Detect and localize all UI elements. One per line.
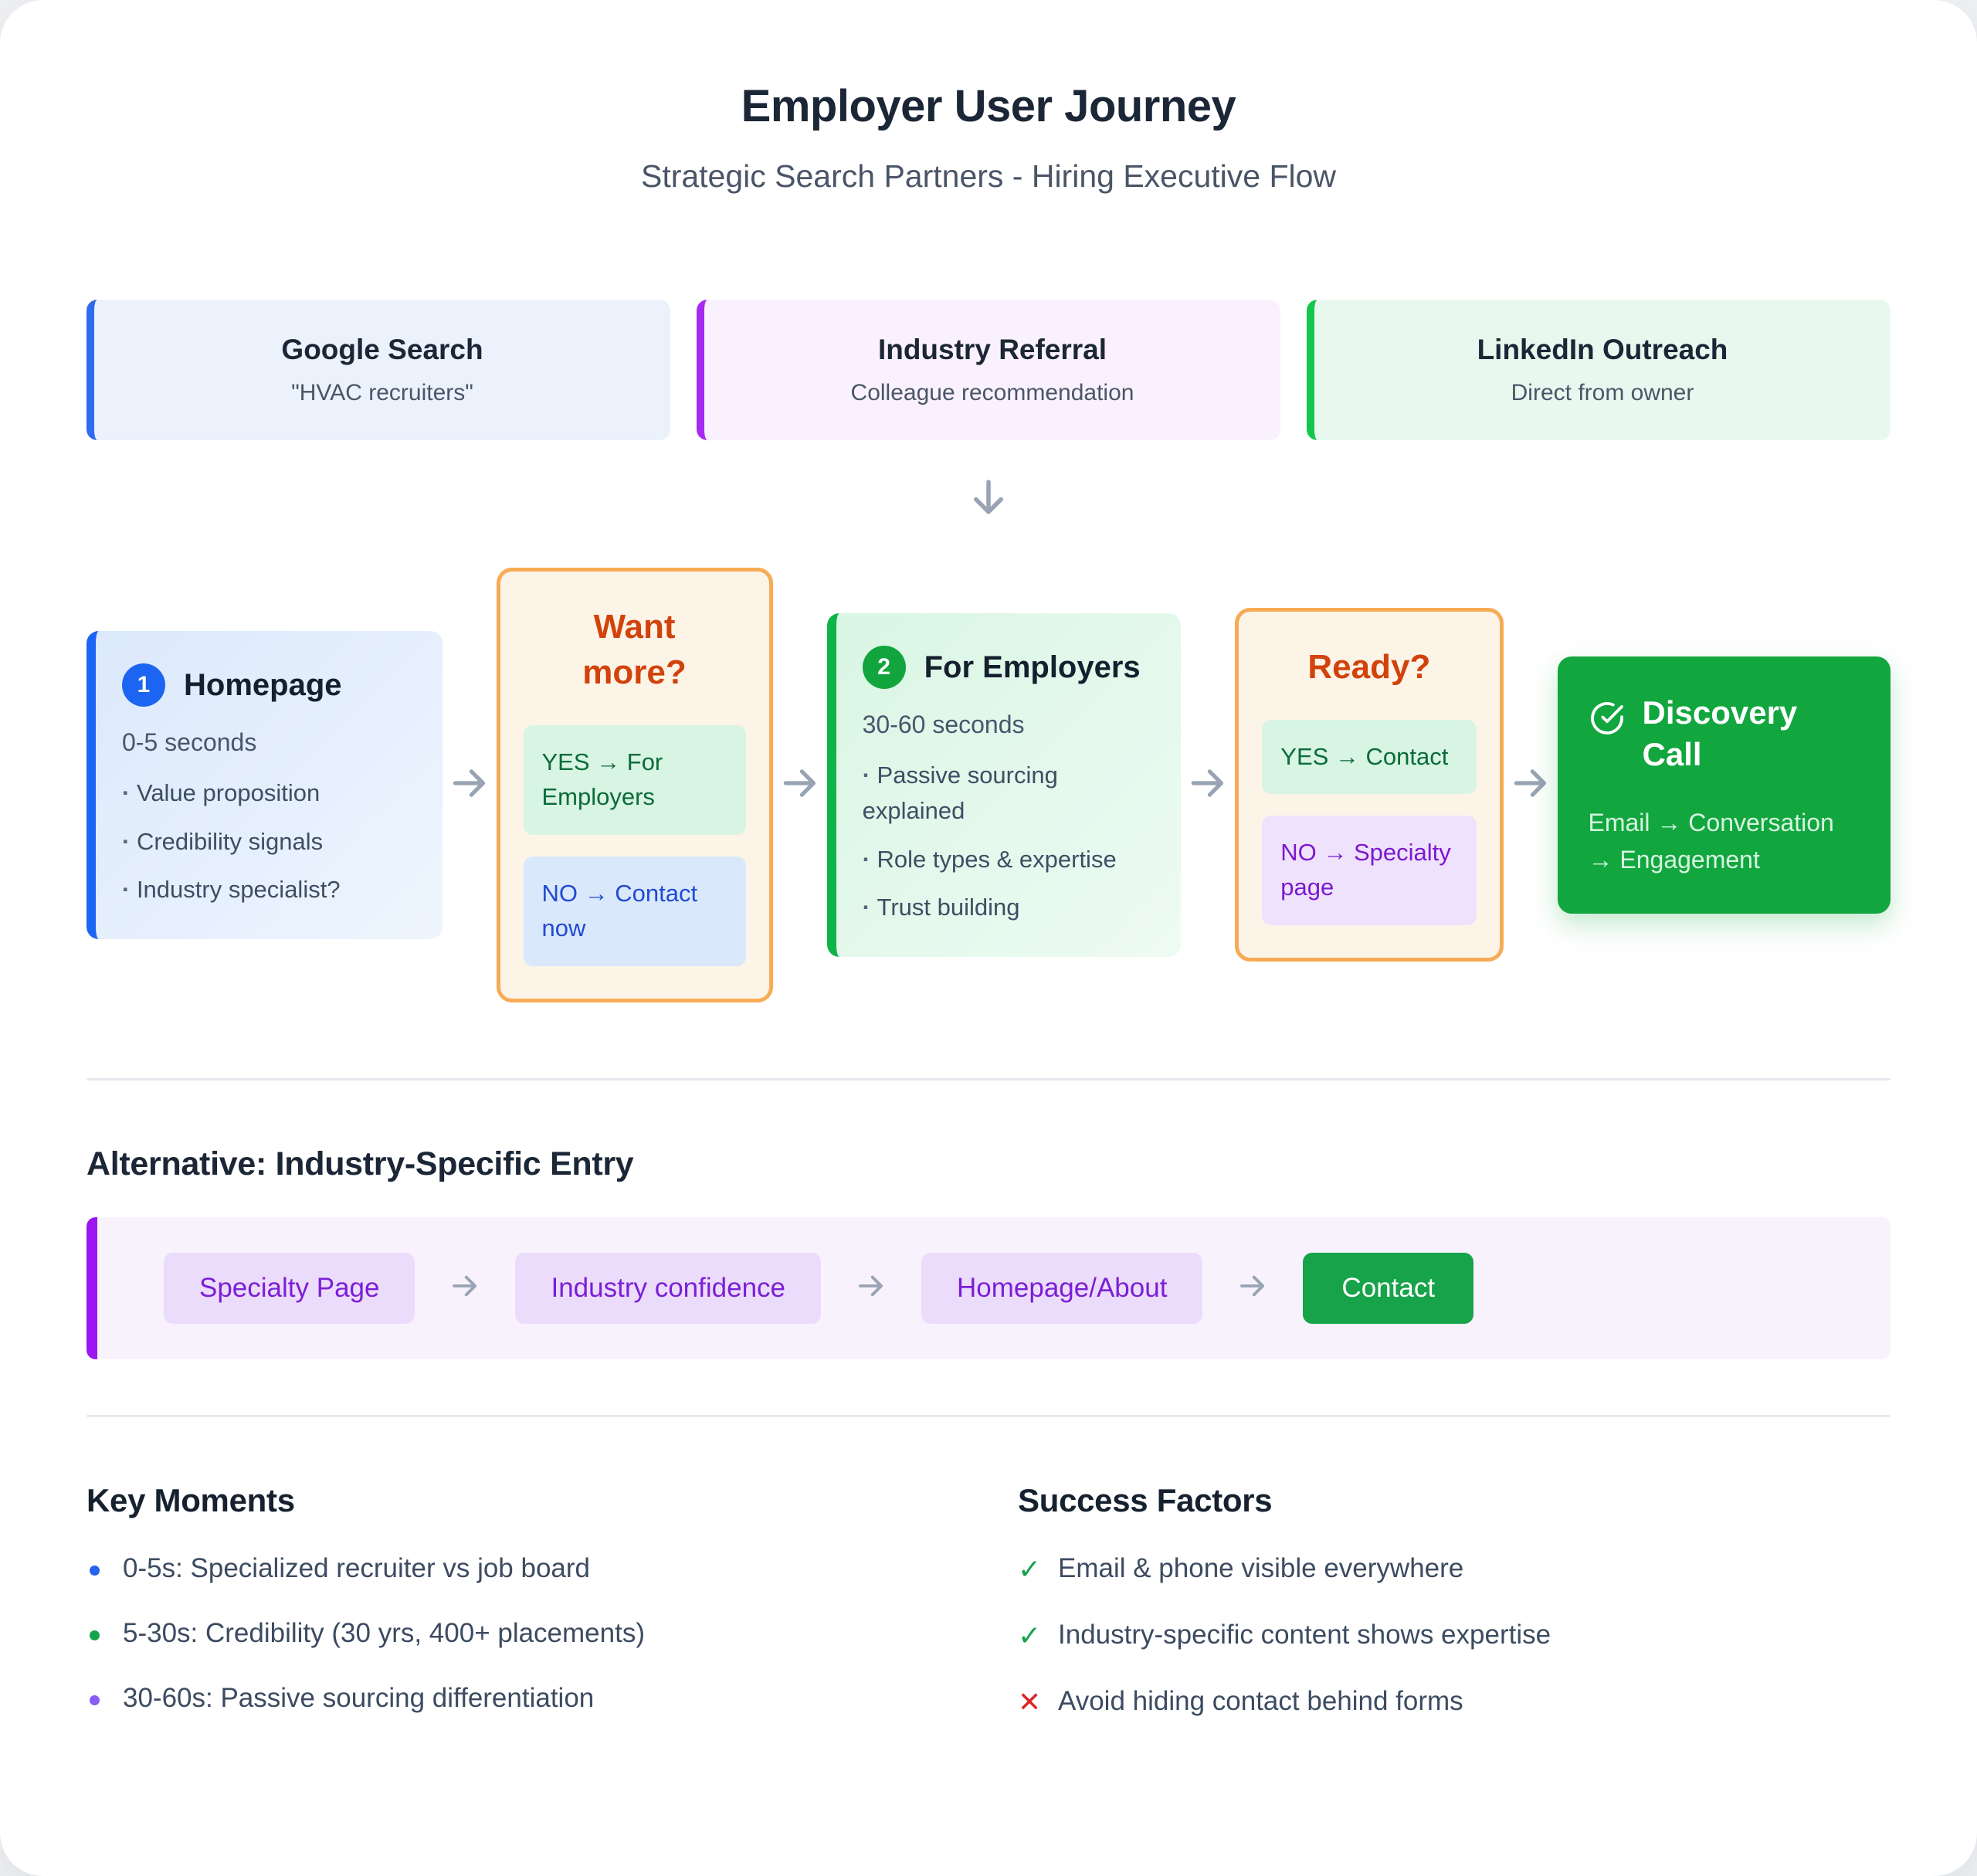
step-bullet: Role types & expertise: [863, 842, 1155, 878]
entry-subtitle: Direct from owner: [1511, 380, 1694, 405]
step-bullet-list: Passive sourcing explained Role types & …: [863, 758, 1155, 926]
decision-yes-branch: YES → Contact: [1262, 719, 1477, 795]
entry-card-industry-referral: Industry Referral Colleague recommendati…: [697, 300, 1280, 440]
alternative-flow-panel: Specialty Page Industry confidence Homep…: [86, 1216, 1891, 1359]
key-moments-column: Key Moments 0-5s: Specialized recruiter …: [86, 1482, 1018, 1718]
entry-title: Google Search: [281, 334, 483, 365]
flow-connector: [443, 762, 497, 809]
arrow-down-icon: [965, 474, 1012, 524]
alternative-heading: Alternative: Industry-Specific Entry: [86, 1145, 634, 1182]
main-flow-row: 1 Homepage 0-5 seconds Value proposition…: [86, 568, 1891, 1002]
step-card-for-employers: 2 For Employers 30-60 seconds Passive so…: [826, 612, 1182, 957]
decision-card-want-more: Want more? YES → For Employers NO → Cont…: [496, 568, 773, 1002]
entry-title: LinkedIn Outreach: [1477, 334, 1728, 365]
step-bullet-list: Value proposition Credibility signals In…: [122, 775, 416, 908]
alt-contact-node: Contact: [1303, 1252, 1474, 1324]
entry-card-linkedin-outreach: LinkedIn Outreach Direct from owner: [1307, 300, 1891, 440]
success-factor-text: Avoid hiding contact behind forms: [1058, 1685, 1463, 1716]
x-icon: ✕: [1018, 1685, 1042, 1718]
arrow-right-icon: [1509, 762, 1552, 809]
check-icon: ✓: [1018, 1619, 1042, 1651]
summary-columns: Key Moments 0-5s: Specialized recruiter …: [86, 1482, 1891, 1718]
decision-card-ready: Ready? YES → Contact NO → Specialty page: [1235, 608, 1504, 962]
step-bullet: Value proposition: [122, 775, 416, 812]
step-title: Homepage: [184, 668, 342, 703]
success-factor-item: ✓ Email & phone visible everywhere: [1018, 1553, 1891, 1586]
decision-yes-branch: YES → For Employers: [523, 724, 746, 835]
section-divider: [86, 1414, 1891, 1417]
flow-connector: [1504, 762, 1558, 809]
success-factor-item: ✓ Industry-specific content shows expert…: [1018, 1620, 1891, 1652]
check-circle-icon: [1589, 700, 1626, 741]
step-bullet: Credibility signals: [122, 824, 416, 860]
arrow-right-icon: [1186, 762, 1229, 809]
entry-title: Industry Referral: [877, 334, 1107, 365]
alt-step-industry-confidence: Industry confidence: [515, 1252, 821, 1324]
success-factor-item: ✕ Avoid hiding contact behind forms: [1018, 1686, 1891, 1718]
decision-title: Want more?: [582, 608, 687, 692]
section-divider: [86, 1077, 1891, 1080]
flow-connector-down: [86, 474, 1891, 524]
check-icon: ✓: [1018, 1552, 1042, 1585]
arrow-right-icon: [1236, 1270, 1269, 1306]
key-moment-text: 30-60s: Passive sourcing differentiation: [123, 1682, 595, 1713]
page-subtitle: Strategic Search Partners - Hiring Execu…: [640, 158, 1337, 194]
arrow-right-icon: [449, 1270, 481, 1306]
step-number-badge: 2: [862, 645, 906, 689]
arrow-right-icon: [855, 1270, 887, 1306]
step-card-homepage: 1 Homepage 0-5 seconds Value proposition…: [86, 631, 443, 939]
alt-step-specialty-page: Specialty Page: [164, 1252, 415, 1324]
success-factors-heading: Success Factors: [1018, 1481, 1273, 1518]
bullet-dot-icon: [90, 1630, 100, 1640]
key-moment-item: 30-60s: Passive sourcing differentiation: [86, 1683, 1018, 1714]
final-path: Email → Conversation → Engagement: [1588, 808, 1834, 874]
bullet-dot-icon: [90, 1565, 100, 1576]
success-factor-text: Industry-specific content shows expertis…: [1058, 1619, 1551, 1650]
alt-step-homepage-about: Homepage/About: [921, 1252, 1203, 1324]
key-moment-text: 5-30s: Credibility (30 yrs, 400+ placeme…: [123, 1617, 645, 1648]
bullet-dot-icon: [90, 1695, 100, 1705]
final-header: Discovery Call: [1589, 692, 1860, 776]
step-bullet: Industry specialist?: [122, 872, 416, 908]
step-title: For Employers: [924, 650, 1141, 684]
step-bullet: Passive sourcing explained: [863, 758, 1155, 829]
arrow-right-icon: [448, 762, 491, 809]
entry-subtitle: "HVAC recruiters": [291, 380, 473, 405]
arrow-right-icon: [778, 762, 822, 809]
step-duration: 30-60 seconds: [862, 710, 1025, 738]
final-title: Discovery Call: [1642, 694, 1798, 773]
step-bullet: Trust building: [863, 890, 1155, 926]
step-duration: 0-5 seconds: [122, 728, 257, 757]
entry-subtitle: Colleague recommendation: [850, 380, 1134, 405]
key-moment-item: 5-30s: Credibility (30 yrs, 400+ placeme…: [86, 1618, 1018, 1649]
flow-connector: [1181, 762, 1235, 809]
entry-card-google-search: Google Search "HVAC recruiters": [86, 300, 670, 440]
key-moments-heading: Key Moments: [86, 1481, 295, 1518]
step-header: 2 For Employers: [862, 644, 1155, 689]
entry-points-row: Google Search "HVAC recruiters" Industry…: [86, 300, 1891, 440]
step-number-badge: 1: [122, 663, 165, 707]
decision-no-branch: NO → Contact now: [523, 856, 746, 966]
flow-connector: [773, 762, 827, 809]
page-title: Employer User Journey: [741, 81, 1236, 131]
step-header: 1 Homepage: [122, 662, 416, 707]
success-factor-text: Email & phone visible everywhere: [1058, 1552, 1464, 1583]
success-factors-column: Success Factors ✓ Email & phone visible …: [1018, 1482, 1891, 1718]
decision-no-branch: NO → Specialty page: [1262, 816, 1477, 926]
final-card-discovery-call: Discovery Call Email → Conversation → En…: [1557, 656, 1891, 914]
decision-title: Ready?: [1307, 648, 1431, 687]
key-moment-text: 0-5s: Specialized recruiter vs job board: [123, 1552, 591, 1583]
key-moment-item: 0-5s: Specialized recruiter vs job board: [86, 1553, 1018, 1584]
